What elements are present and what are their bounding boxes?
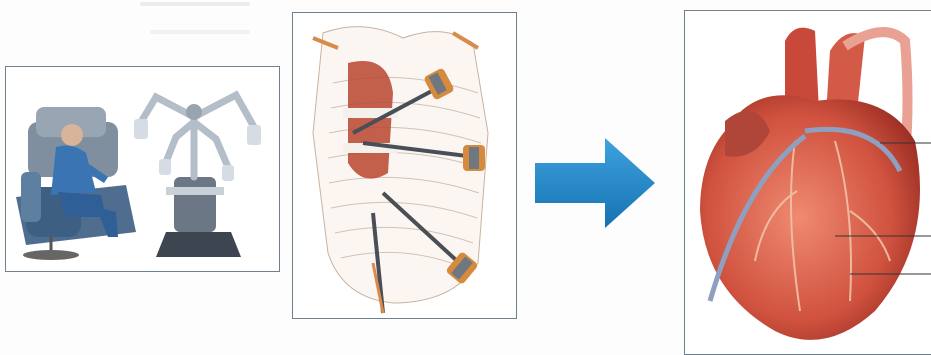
ribcage-icon: [293, 13, 515, 317]
robot-icon: [6, 67, 278, 270]
faint-header-mark: [140, 2, 250, 6]
heart-icon: [685, 11, 931, 353]
faint-header-mark: [150, 30, 250, 34]
chest-ports-panel: [292, 12, 517, 319]
heart-bypass-panel: [684, 10, 931, 355]
surgical-robot-panel: [5, 66, 280, 272]
arrow-right-icon: [535, 138, 660, 228]
